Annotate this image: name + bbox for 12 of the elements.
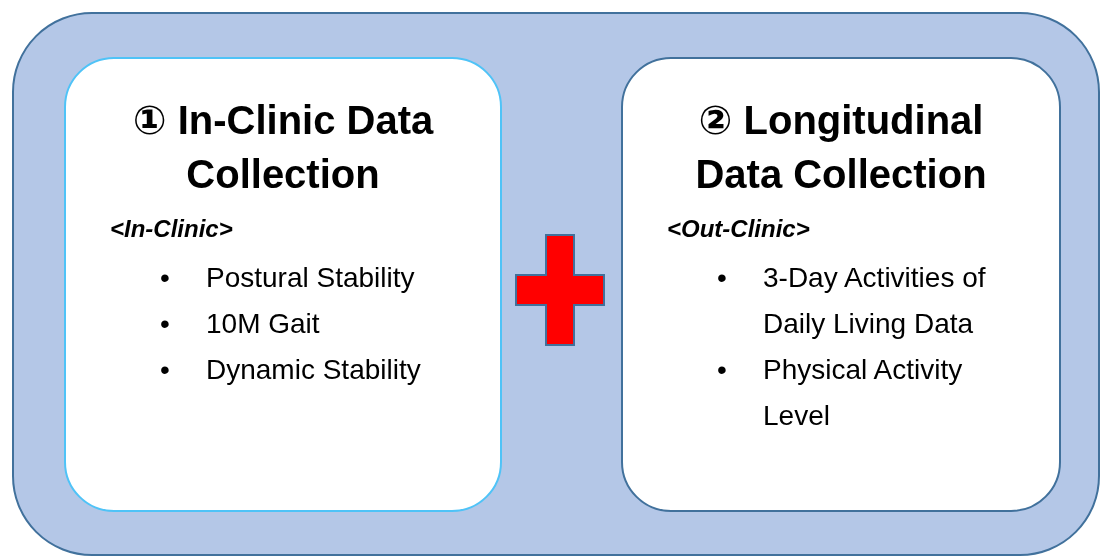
- bullet-marker: •: [717, 353, 727, 387]
- bullet-marker: •: [717, 261, 727, 295]
- bullet-marker: •: [160, 353, 170, 387]
- card-subheading: <In-Clinic>: [110, 215, 233, 243]
- bullet-marker: •: [160, 307, 170, 341]
- rounded-card: [621, 57, 1061, 512]
- card-subheading: <Out-Clinic>: [667, 215, 810, 243]
- outer-band: [12, 12, 1100, 556]
- card-heading: ② Longitudinal Data Collection: [694, 97, 988, 198]
- rounded-card: [64, 57, 502, 512]
- card-heading: ① In-Clinic Data Collection: [131, 97, 435, 198]
- bullet-marker: •: [160, 261, 170, 295]
